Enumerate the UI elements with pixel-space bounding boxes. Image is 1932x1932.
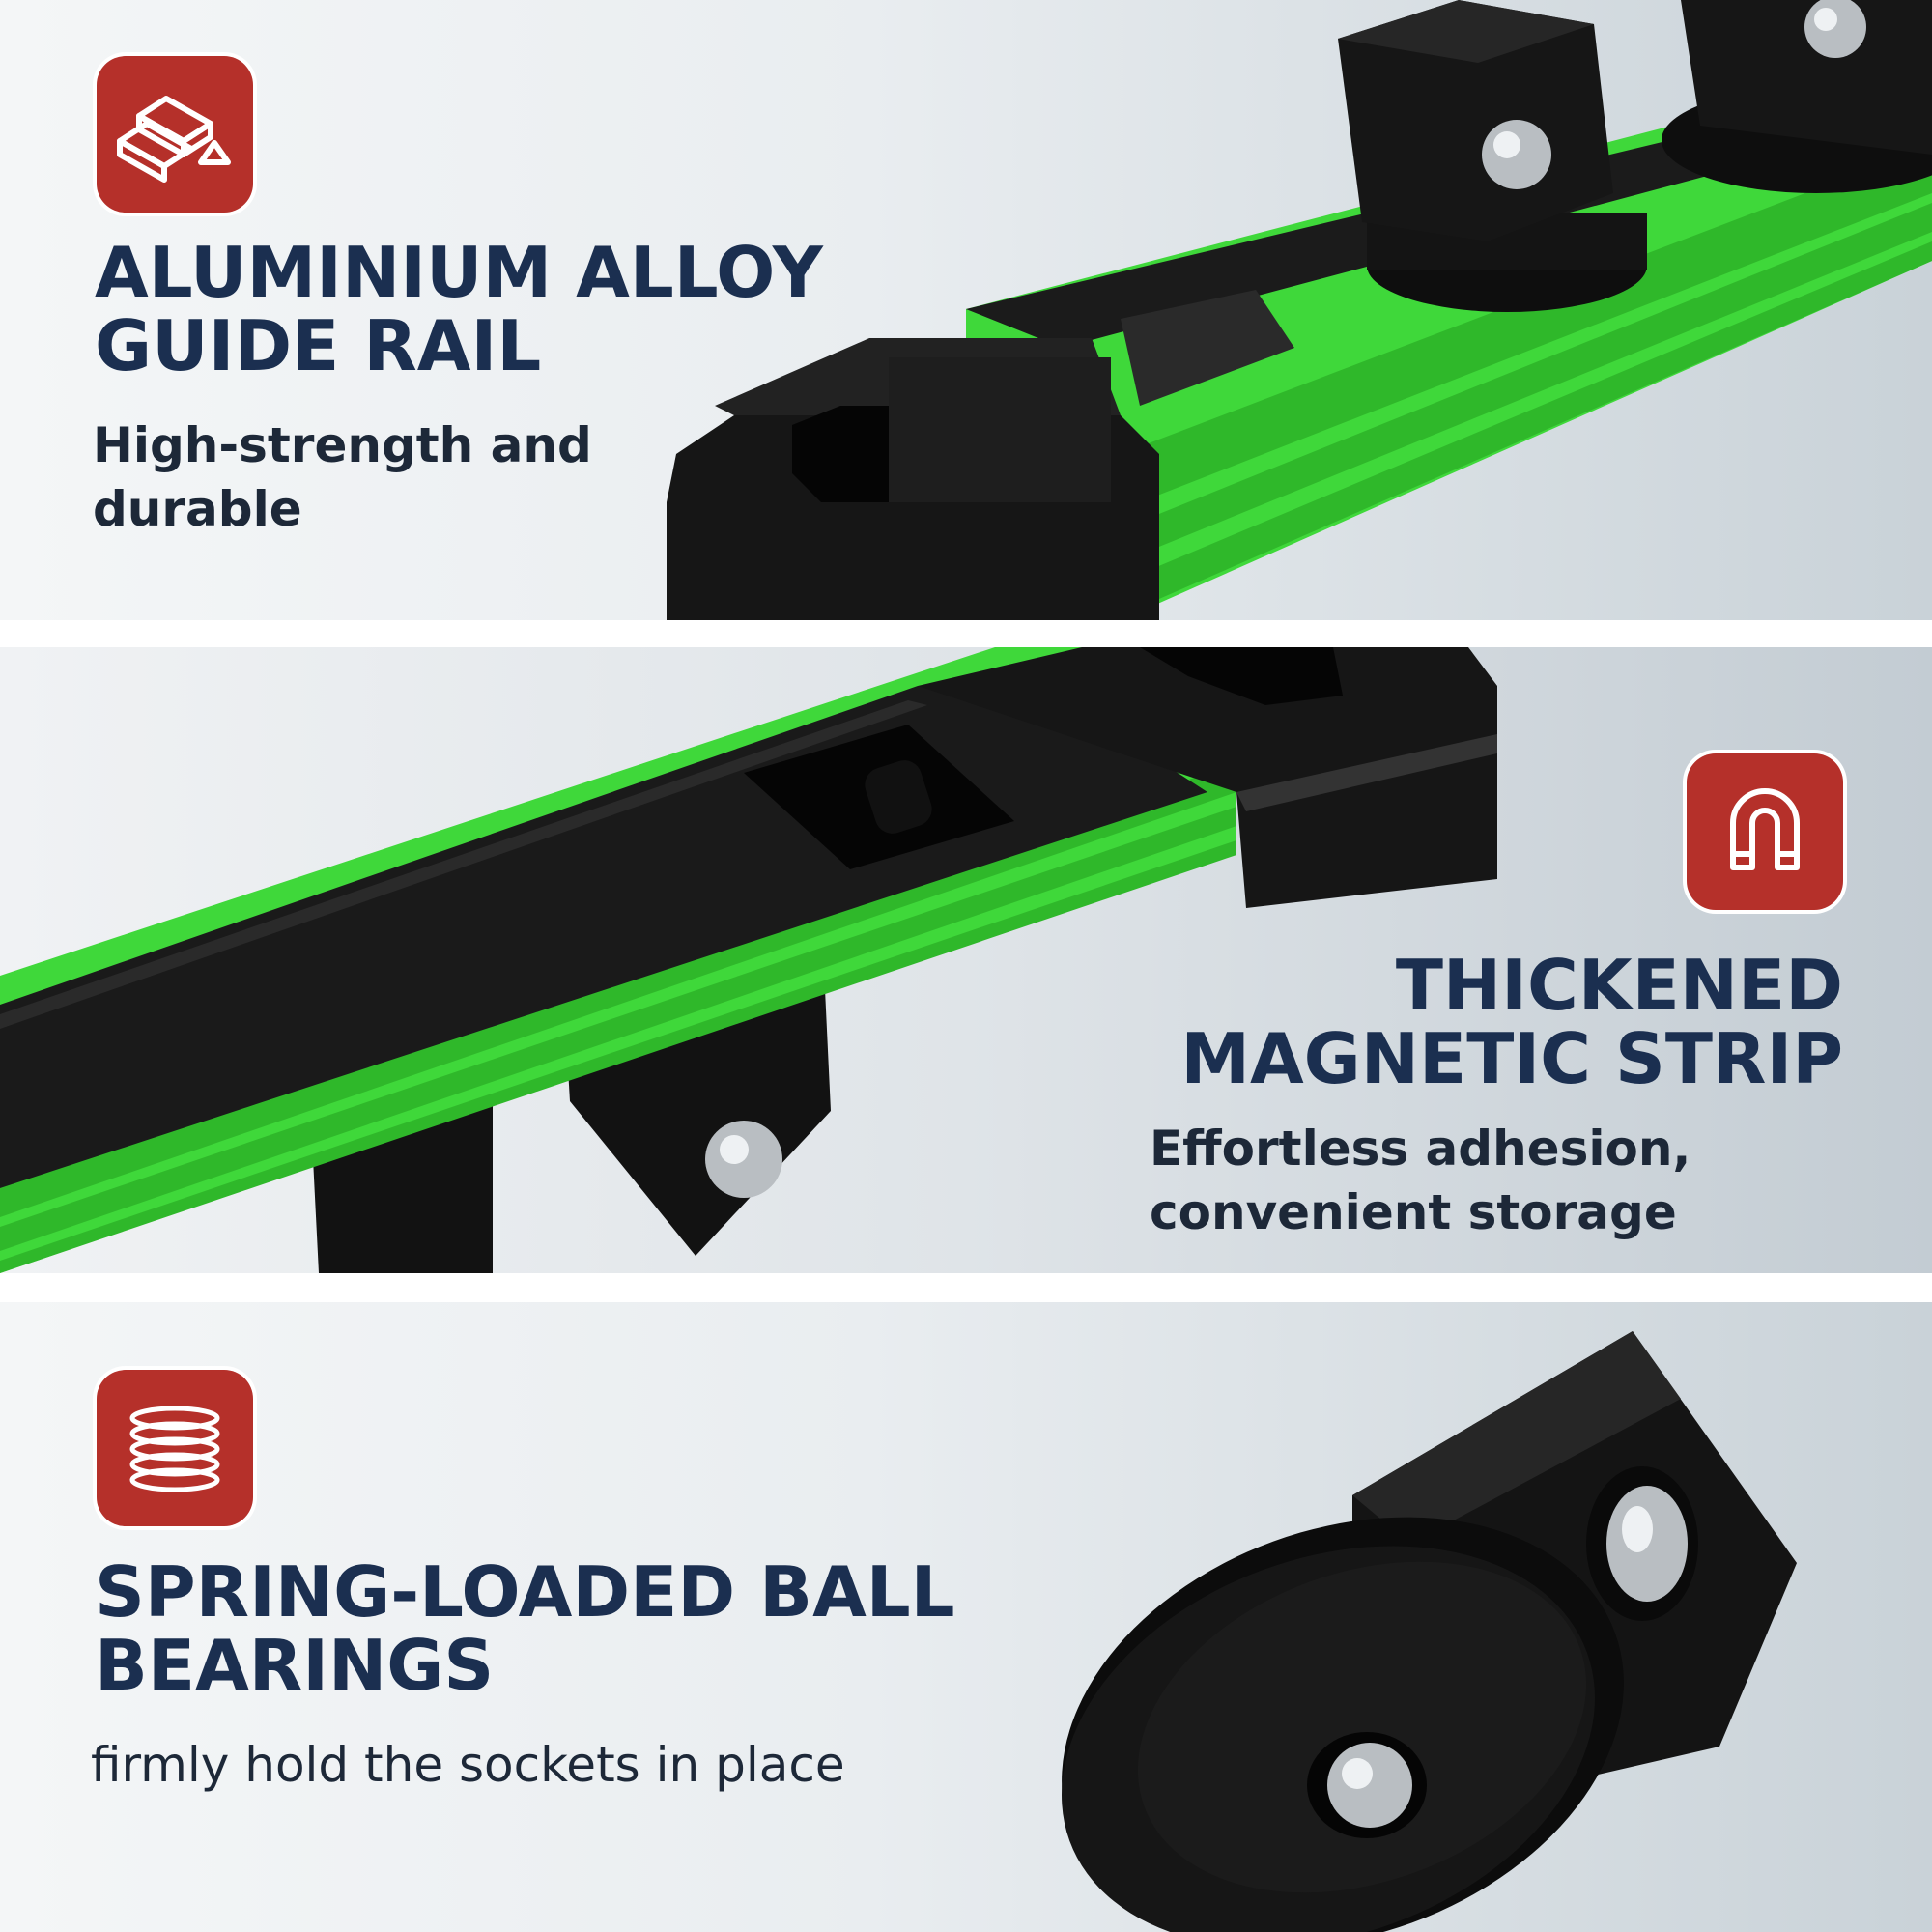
desc-line: convenient storage xyxy=(1150,1184,1677,1240)
magnetic-strip-photo xyxy=(0,647,1497,1273)
feature-title-magnetic-strip: THICKENED MAGNETIC STRIP xyxy=(966,949,1843,1095)
guide-rail-photo xyxy=(667,0,1932,620)
feature-panel-aluminium-rail: ALUMINIUM ALLOY GUIDE RAIL High-strength… xyxy=(0,0,1932,620)
feature-description-ball-bearings: firmly hold the sockets in place xyxy=(91,1733,1018,1797)
feature-description-magnetic-strip: Effortless adhesion, convenient storage xyxy=(1150,1117,1864,1244)
title-line: ALUMINIUM ALLOY xyxy=(95,232,823,313)
desc-line: durable xyxy=(93,481,302,537)
title-line: BEARINGS xyxy=(95,1625,495,1706)
feature-panel-ball-bearings: SPRING-LOADED BALL BEARINGS firmly hold … xyxy=(0,1302,1932,1932)
socket-adapter-photo xyxy=(1062,1331,1797,1932)
magnet-icon xyxy=(1687,753,1843,910)
feature-description-aluminium-alloy: High-strength and durable xyxy=(93,413,692,541)
coil-spring-icon xyxy=(97,1370,253,1526)
desc-line: Effortless adhesion, xyxy=(1150,1121,1691,1177)
title-line: GUIDE RAIL xyxy=(95,305,542,386)
feature-panel-magnetic-strip: THICKENED MAGNETIC STRIP Effortless adhe… xyxy=(0,647,1932,1273)
desc-line: High-strength and xyxy=(93,417,592,473)
title-line: THICKENED xyxy=(1395,945,1843,1026)
title-line: SPRING-LOADED BALL xyxy=(95,1551,955,1633)
metal-ingots-icon xyxy=(97,56,253,213)
feature-title-ball-bearings: SPRING-LOADED BALL BEARINGS xyxy=(95,1555,1061,1702)
feature-title-aluminium-alloy: ALUMINIUM ALLOY GUIDE RAIL xyxy=(95,236,945,383)
desc-line: firmly hold the sockets in place xyxy=(91,1737,845,1793)
title-line: MAGNETIC STRIP xyxy=(1180,1018,1843,1099)
